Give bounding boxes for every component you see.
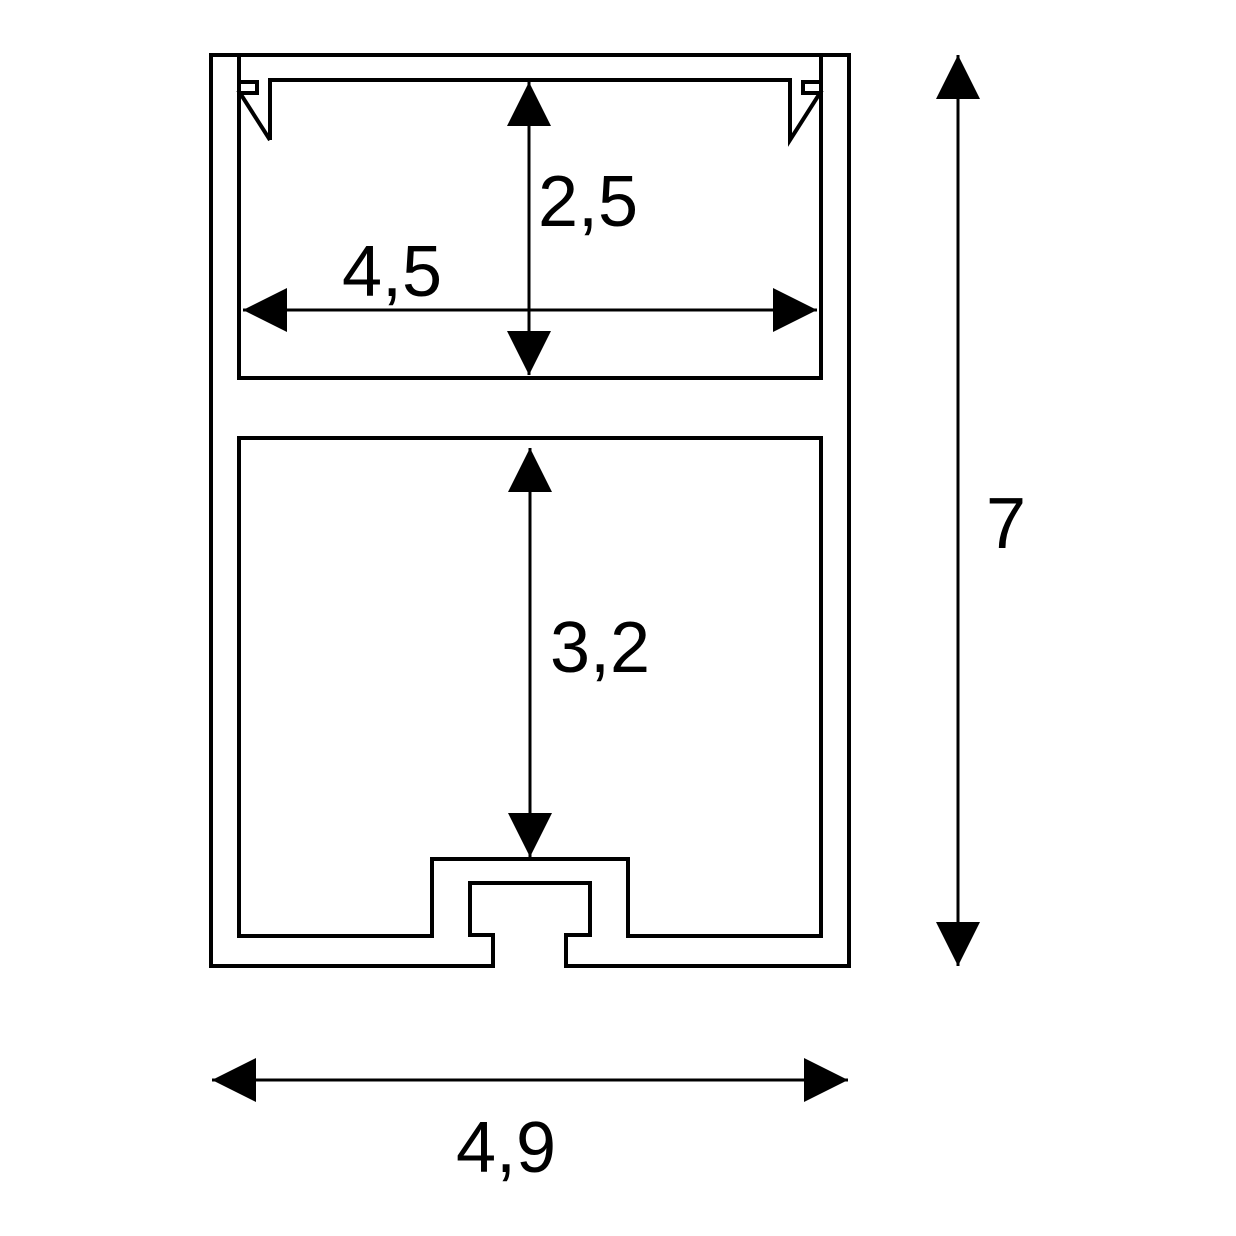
label-top-width: 4,5 — [342, 232, 443, 312]
upper-chamber — [237, 57, 823, 380]
label-total-height: 7 — [986, 484, 1027, 564]
label-total-width: 4,9 — [456, 1108, 557, 1188]
label-top-height: 2,5 — [538, 162, 639, 242]
label-bottom-height: 3,2 — [550, 608, 651, 688]
diffuser-cover — [236, 78, 824, 147]
lower-chamber — [237, 436, 823, 938]
profile-outline — [209, 53, 851, 968]
